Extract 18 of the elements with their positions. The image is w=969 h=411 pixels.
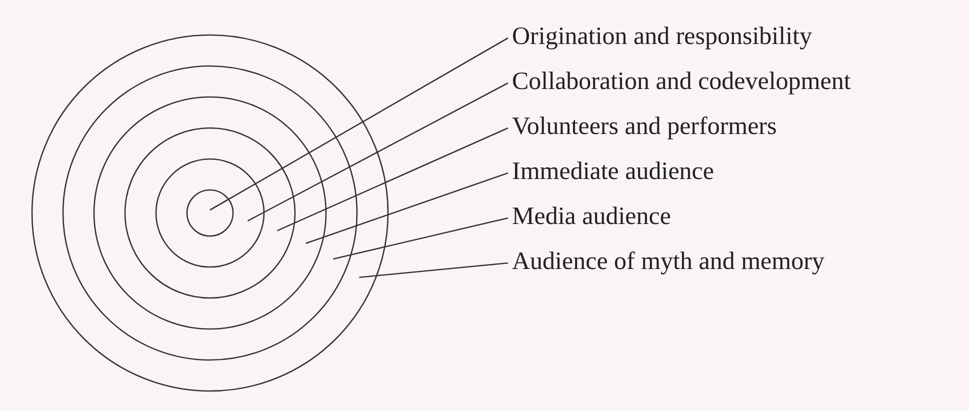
ring-label: Origination and responsibility: [512, 22, 812, 52]
leader-line: [359, 262, 508, 278]
ring-circle: [62, 65, 358, 361]
ring-circle: [186, 189, 234, 237]
ring-label: Audience of myth and memory: [512, 247, 824, 277]
ring-label: Collaboration and codevelopment: [512, 67, 851, 97]
leader-line: [210, 37, 508, 211]
leader-line: [247, 82, 508, 222]
ring-circle: [93, 96, 327, 330]
ring-label: Volunteers and performers: [512, 112, 777, 142]
leader-line: [306, 172, 508, 244]
ring-circle: [155, 158, 265, 268]
ring-circle: [124, 127, 296, 299]
leader-line: [276, 127, 508, 232]
ring-circle: [31, 34, 389, 392]
ring-label: Immediate audience: [512, 157, 714, 187]
leader-line: [333, 217, 508, 260]
ring-label: Media audience: [512, 202, 671, 232]
